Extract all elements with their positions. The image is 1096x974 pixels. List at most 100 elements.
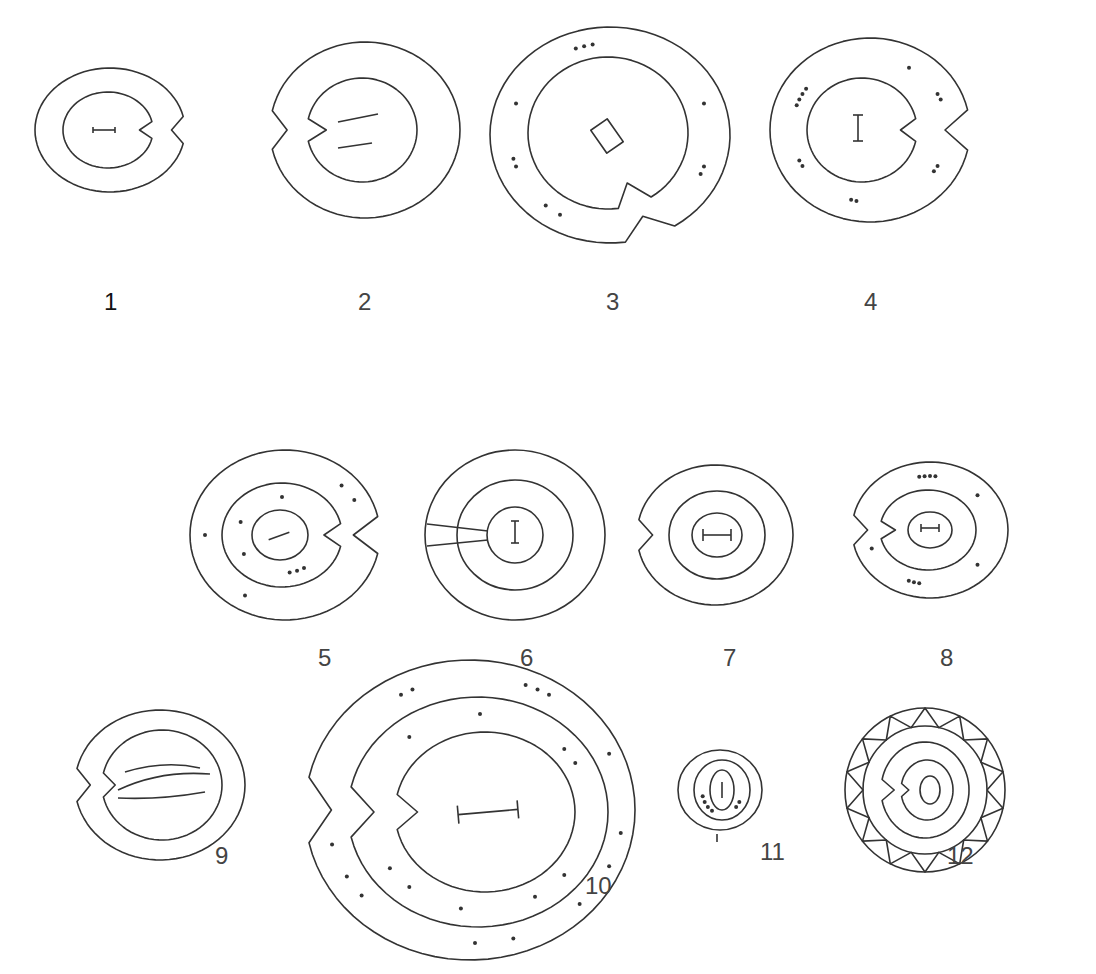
dot bbox=[975, 563, 979, 567]
callout-number: 12 bbox=[947, 844, 974, 868]
dot bbox=[242, 552, 246, 556]
dot bbox=[239, 520, 243, 524]
ring-outline bbox=[908, 512, 952, 548]
dot bbox=[330, 842, 334, 846]
dot bbox=[203, 533, 207, 537]
zigzag-band bbox=[847, 708, 1003, 872]
dot bbox=[582, 44, 586, 48]
dot bbox=[562, 747, 566, 751]
bar-end bbox=[702, 529, 704, 541]
notched-ring bbox=[639, 465, 793, 605]
dot bbox=[524, 683, 528, 687]
dot bbox=[407, 735, 411, 739]
dot bbox=[907, 579, 911, 583]
dot bbox=[932, 169, 936, 173]
dot bbox=[288, 570, 292, 574]
notched-ring bbox=[222, 483, 341, 587]
ring-outline bbox=[710, 770, 734, 810]
dot bbox=[737, 800, 741, 804]
callout-number: 2 bbox=[358, 290, 371, 314]
dot bbox=[407, 885, 411, 889]
dot bbox=[302, 566, 306, 570]
dot bbox=[912, 580, 916, 584]
ring-outline bbox=[678, 750, 762, 830]
center-bar bbox=[721, 782, 723, 798]
notched-ring bbox=[490, 27, 730, 243]
callout-number: 7 bbox=[723, 646, 736, 670]
dot bbox=[459, 907, 463, 911]
dot bbox=[933, 474, 937, 478]
bar-end bbox=[511, 542, 519, 544]
center-bar bbox=[338, 114, 378, 122]
notched-ring bbox=[528, 57, 688, 209]
dot bbox=[849, 198, 853, 202]
dot bbox=[936, 164, 940, 168]
callout-number: 4 bbox=[864, 290, 877, 314]
bar-end bbox=[457, 806, 459, 824]
ring-outline bbox=[845, 708, 1005, 872]
callout-number: 6 bbox=[520, 646, 533, 670]
dot bbox=[797, 158, 801, 162]
dot bbox=[340, 484, 344, 488]
dot bbox=[710, 809, 714, 813]
radial-slot bbox=[427, 524, 488, 546]
dot bbox=[514, 164, 518, 168]
dot bbox=[280, 495, 284, 499]
dot bbox=[388, 866, 392, 870]
bar-end bbox=[853, 140, 863, 142]
notched-ring bbox=[770, 38, 968, 222]
dot bbox=[804, 87, 808, 91]
callout-number: 9 bbox=[215, 844, 228, 868]
dot bbox=[352, 498, 356, 502]
notched-ring bbox=[63, 92, 152, 168]
dot bbox=[295, 569, 299, 573]
callout-number: 8 bbox=[940, 646, 953, 670]
dot bbox=[544, 203, 548, 207]
center-bar bbox=[514, 521, 516, 543]
dot bbox=[399, 693, 403, 697]
center-bar bbox=[857, 115, 859, 141]
notched-ring bbox=[854, 462, 1008, 598]
dot bbox=[870, 546, 874, 550]
ring-outline bbox=[863, 726, 987, 854]
dot bbox=[558, 213, 562, 217]
center-strokes bbox=[118, 765, 210, 799]
dot bbox=[699, 172, 703, 176]
callout-number: 3 bbox=[606, 290, 619, 314]
dot bbox=[591, 42, 595, 46]
center-bar bbox=[338, 143, 372, 148]
notched-ring bbox=[397, 732, 575, 892]
dot bbox=[936, 92, 940, 96]
dot bbox=[473, 941, 477, 945]
dot bbox=[619, 831, 623, 835]
dot bbox=[907, 66, 911, 70]
dot bbox=[923, 474, 927, 478]
dot bbox=[562, 873, 566, 877]
notched-ring bbox=[351, 697, 608, 927]
bar-end bbox=[511, 520, 519, 522]
notched-ring bbox=[881, 490, 976, 570]
ring-outline bbox=[487, 507, 543, 563]
dot bbox=[578, 902, 582, 906]
ring-outline bbox=[692, 513, 742, 557]
ring-outline bbox=[920, 776, 940, 804]
dot bbox=[360, 893, 364, 897]
dot bbox=[795, 103, 799, 107]
notched-ring bbox=[308, 78, 417, 182]
ring-outline bbox=[694, 760, 750, 820]
dot bbox=[702, 102, 706, 106]
notched-ring bbox=[103, 730, 222, 840]
bar-end bbox=[92, 127, 94, 133]
dot bbox=[800, 92, 804, 96]
center-bar bbox=[269, 532, 290, 540]
dot bbox=[536, 687, 540, 691]
center-bar bbox=[921, 527, 939, 529]
bar-end bbox=[920, 524, 922, 532]
callout-number: 5 bbox=[318, 646, 331, 670]
callout-number: 10 bbox=[585, 874, 612, 898]
dot bbox=[975, 493, 979, 497]
dot bbox=[574, 47, 578, 51]
bar-end bbox=[853, 114, 863, 116]
